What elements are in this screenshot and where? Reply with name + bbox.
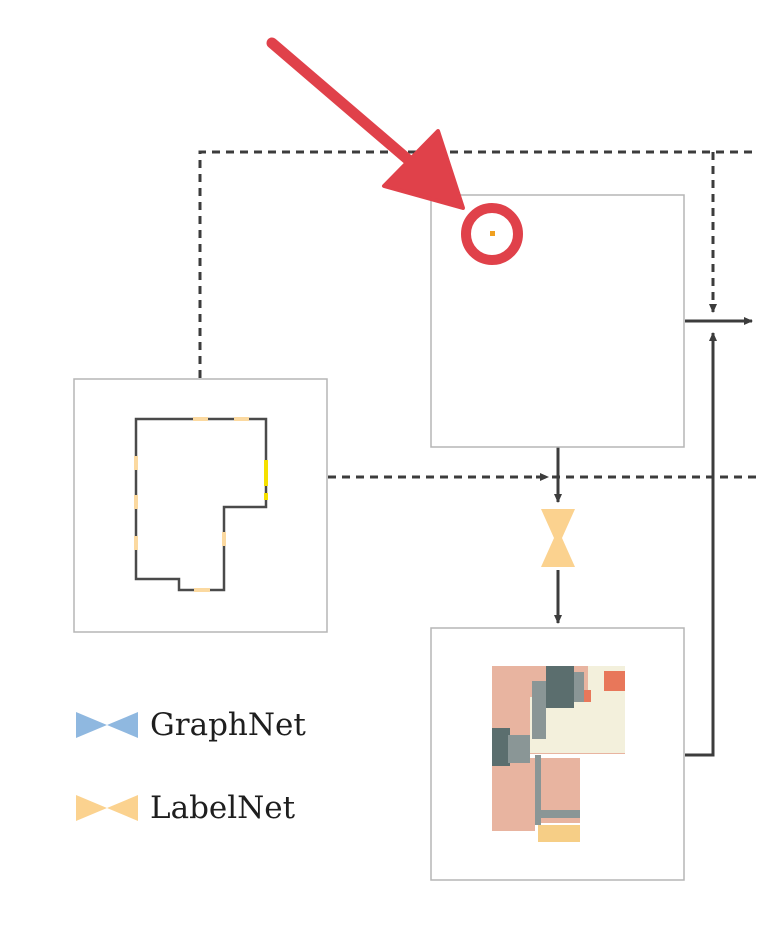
segmentation-output-panel (430, 627, 685, 881)
annotation-circle-icon (461, 203, 523, 265)
annotation-arrowhead-icon (382, 129, 465, 210)
floorplan-boundary (134, 417, 268, 592)
solid-connectors (554, 317, 753, 757)
labelnet-bowtie-icon (541, 509, 575, 567)
labelnet-bowtie-icon (76, 795, 138, 821)
input-boundary-panel (73, 378, 328, 633)
legend-label-labelnet: LabelNet (150, 790, 296, 826)
graph-panel (430, 194, 685, 448)
door-marks (134, 417, 249, 592)
legend-label-graphnet: GraphNet (150, 707, 306, 743)
graphnet-bowtie-icon (76, 712, 138, 738)
dashed-line-top (198, 150, 757, 378)
legend-item-graphnet: GraphNet (76, 707, 306, 743)
segmented-rooms (492, 666, 625, 842)
dashed-connectors (198, 150, 757, 481)
annotation-highlight (266, 37, 523, 265)
legend-item-labelnet: LabelNet (76, 790, 295, 826)
solid-line-bottom-return (685, 332, 717, 757)
annotation-arrow-shaft (266, 37, 418, 169)
orange-dot (490, 231, 495, 236)
